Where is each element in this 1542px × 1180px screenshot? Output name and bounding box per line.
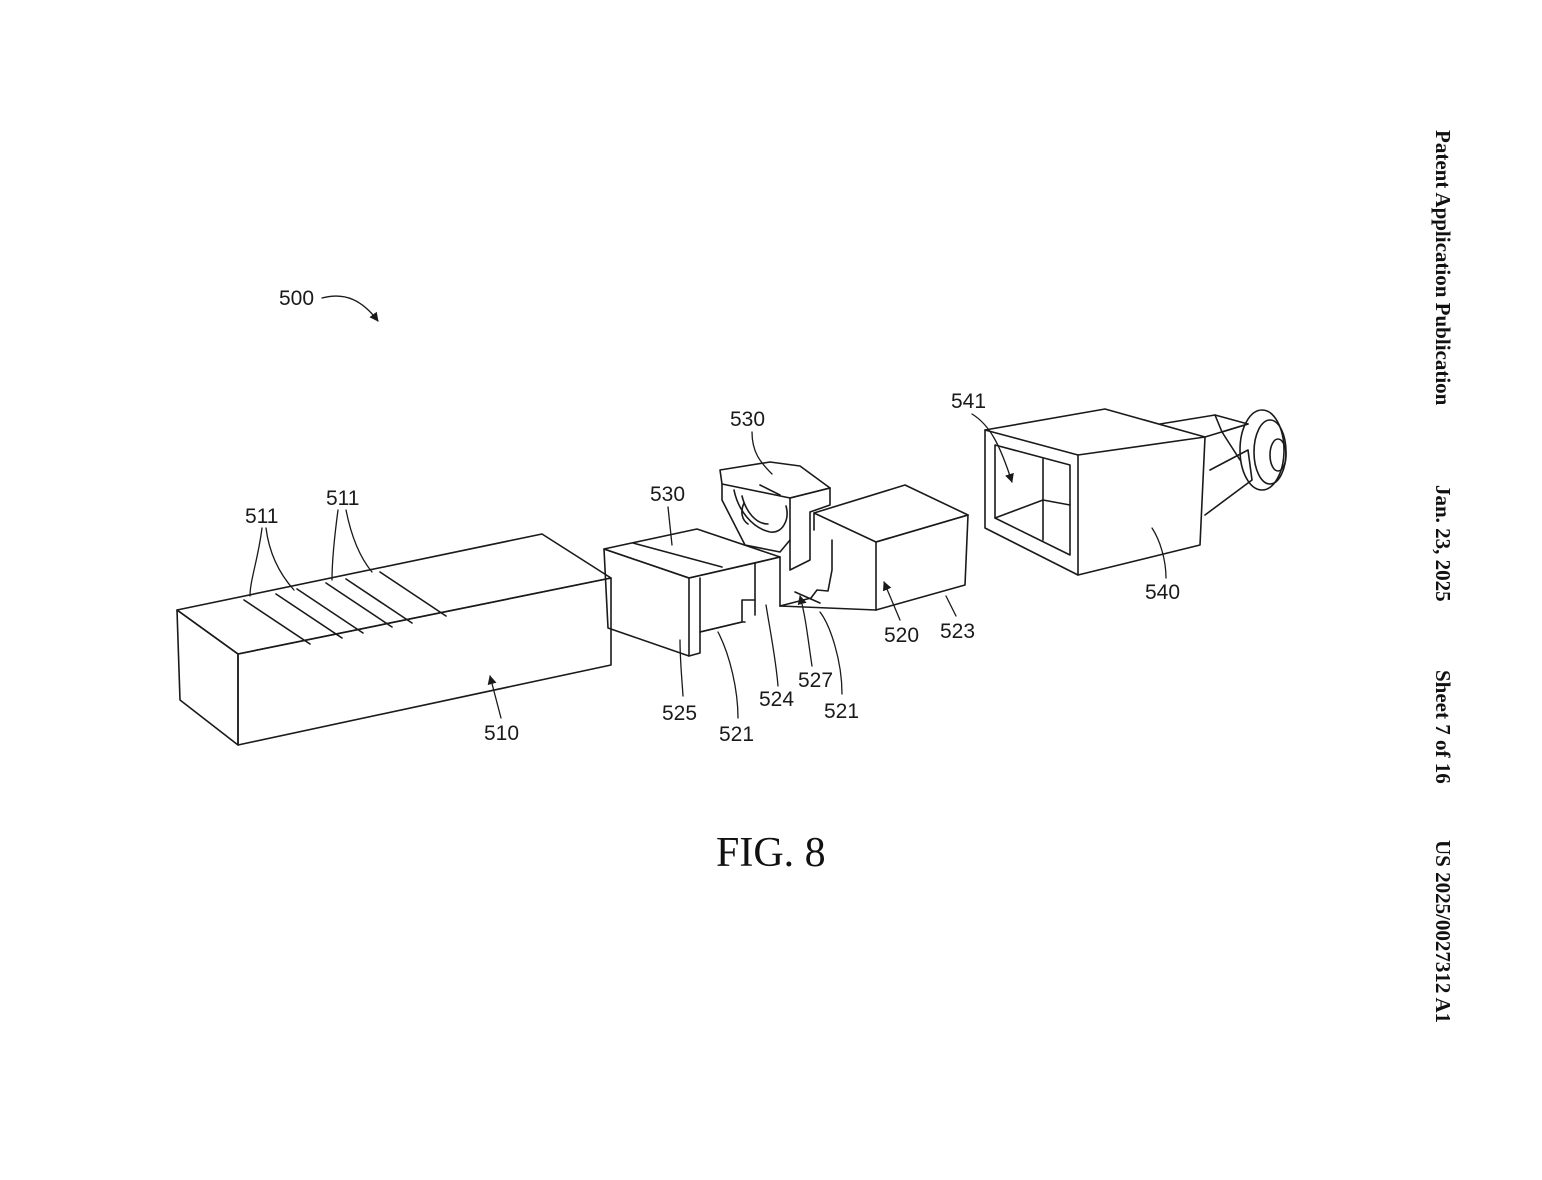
part-540-housing bbox=[984, 408, 1287, 576]
ref-521-b: 521 bbox=[824, 700, 859, 723]
part-520-holder-front bbox=[603, 528, 781, 657]
part-530-clip bbox=[719, 461, 831, 571]
ref-530-body: 530 bbox=[650, 483, 685, 506]
ref-521-a: 521 bbox=[719, 723, 754, 746]
sheet-number: Sheet 7 of 16 bbox=[1431, 670, 1456, 784]
publication-number: US 2025/0027312 A1 bbox=[1431, 840, 1456, 1024]
ref-541: 541 bbox=[951, 390, 986, 413]
part-520-holder-rear bbox=[779, 484, 969, 611]
leader-lines bbox=[249, 295, 1167, 719]
ref-527: 527 bbox=[798, 669, 833, 692]
publication-title: Patent Application Publication bbox=[1431, 130, 1456, 406]
ref-525: 525 bbox=[662, 702, 697, 725]
ref-524: 524 bbox=[759, 688, 794, 711]
ref-520: 520 bbox=[884, 624, 919, 647]
publication-date: Jan. 23, 2025 bbox=[1431, 485, 1456, 602]
ref-511-a: 511 bbox=[245, 505, 278, 528]
grooves-511 bbox=[243, 571, 447, 645]
reference-numerals: 500 510 511 511 530 530 520 523 524 525 … bbox=[245, 287, 1180, 746]
ref-500: 500 bbox=[279, 287, 314, 310]
ref-510: 510 bbox=[484, 722, 519, 745]
ref-511-b: 511 bbox=[326, 487, 359, 510]
patent-header: Patent Application Publication Jan. 23, … bbox=[1423, 130, 1463, 1030]
figure-caption: FIG. 8 bbox=[716, 830, 826, 876]
part-510-body bbox=[176, 533, 612, 746]
ref-540: 540 bbox=[1145, 581, 1180, 604]
ref-530-top: 530 bbox=[730, 408, 765, 431]
ref-523: 523 bbox=[940, 620, 975, 643]
